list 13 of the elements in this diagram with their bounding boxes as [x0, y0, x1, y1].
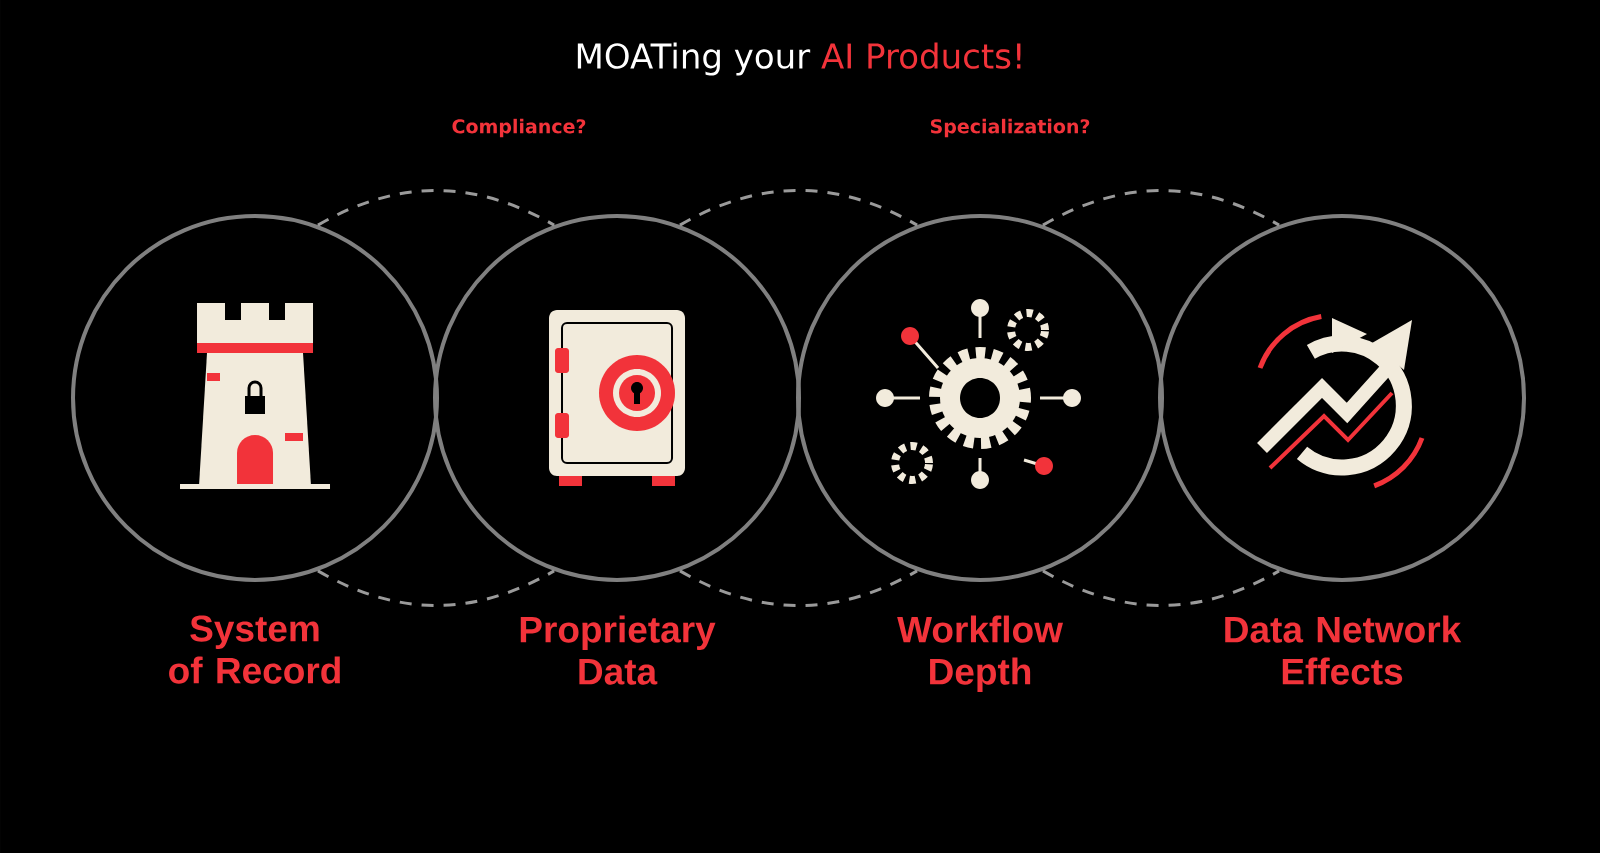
title: MOATing your AI Products! — [577, 42, 1021, 76]
node-label: System of Record — [169, 615, 340, 684]
dashed-arc — [679, 188, 918, 227]
dashed-arc — [1042, 189, 1280, 227]
node-label: Data Network Effects — [1225, 615, 1462, 685]
node-label: Proprietary Data — [520, 615, 716, 685]
question-label: Specialization? — [930, 118, 1090, 138]
dashed-arc — [317, 569, 555, 607]
dashed-arc — [317, 189, 555, 227]
node-label: Workflow Depth — [897, 615, 1063, 692]
dashed-arc — [1042, 569, 1280, 607]
question-label: Compliance? — [452, 118, 586, 138]
dashed-arc — [679, 569, 918, 608]
